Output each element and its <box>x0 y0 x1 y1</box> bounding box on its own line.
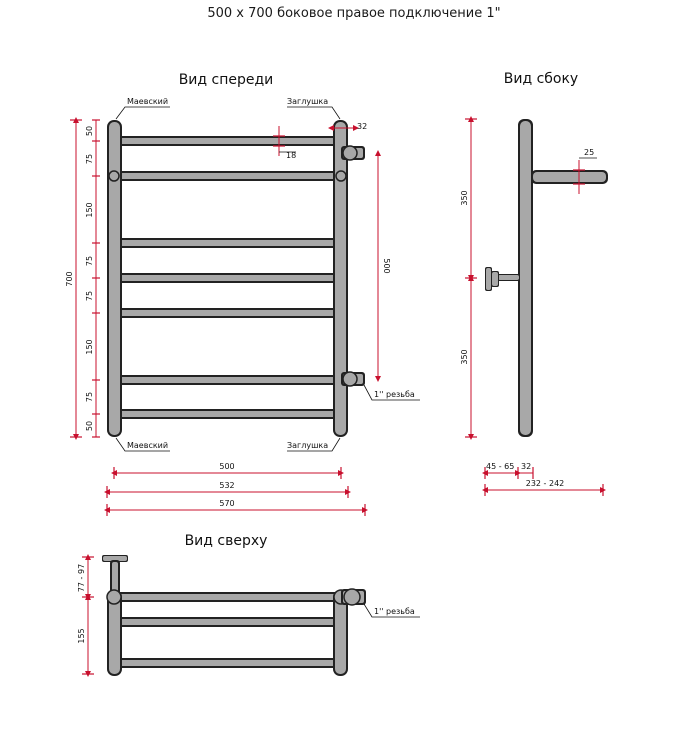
thread-top-label: 1'' резьба <box>374 607 415 616</box>
dim-width-500: 500 <box>219 462 234 471</box>
dim-top-depth: 155 <box>77 628 86 643</box>
front-left-dimensions: 50 75 150 75 75 150 75 50 700 <box>65 117 100 440</box>
front-right-dimension: 500 <box>375 150 391 382</box>
front-connection-top <box>341 145 365 161</box>
dim-side-upper: 350 <box>460 190 469 205</box>
dim-side-depth: 232 - 242 <box>526 479 565 488</box>
front-rungs <box>114 136 341 419</box>
front-connection-bottom <box>341 371 365 387</box>
dim-side-lower: 350 <box>460 349 469 364</box>
front-left-post <box>107 120 122 437</box>
dim-side-pipe: 25 <box>584 148 594 157</box>
top-view-title: Вид сверху <box>185 533 268 549</box>
dim-front-8: 50 <box>85 421 94 431</box>
dim-front-3: 150 <box>85 202 94 217</box>
plug-top-label: Заглушка <box>287 97 328 106</box>
front-view-title: Вид спереди <box>179 72 274 88</box>
dim-width-570: 570 <box>219 499 234 508</box>
thread-front-label: 1'' резьба <box>374 390 415 399</box>
side-view: Вид сбоку 350 350 25 45 - 65 <box>460 71 608 496</box>
top-view: Вид сверху 1'' резьба 77 - 97 15 <box>77 533 420 677</box>
dim-width-532: 532 <box>219 481 234 490</box>
front-annotations: Маевский Заглушка Маевский Заглушка 1'' … <box>115 97 420 452</box>
dim-front-5: 75 <box>85 291 94 301</box>
dim-side-32: 32 <box>521 462 531 471</box>
dim-side-wall: 45 - 65 <box>486 462 514 471</box>
dim-front-7: 75 <box>85 392 94 402</box>
dim-front-4: 75 <box>85 256 94 266</box>
dim-plug-offset: 32 <box>357 122 367 131</box>
dim-front-2: 75 <box>85 154 94 164</box>
mayevsky-top-label: Маевский <box>127 97 168 106</box>
dim-front-total: 700 <box>65 271 74 286</box>
side-view-title: Вид сбоку <box>504 71 578 87</box>
dim-front-1: 50 <box>85 126 94 136</box>
mayevsky-bottom-label: Маевский <box>127 441 168 450</box>
dim-center-vertical: 500 <box>382 258 391 273</box>
dim-top-bracket: 77 - 97 <box>77 564 86 592</box>
dim-front-6: 150 <box>85 339 94 354</box>
front-right-post <box>333 120 348 437</box>
dim-rung-pitch: 18 <box>286 151 296 160</box>
front-width-dimensions: 500 532 570 <box>104 462 368 516</box>
plug-bottom-label: Заглушка <box>287 441 328 450</box>
drawing-title: 500 х 700 боковое правое подключение 1" <box>207 6 500 21</box>
front-small-dimensions: 32 18 <box>273 122 367 160</box>
front-view: Вид спереди <box>65 72 420 516</box>
